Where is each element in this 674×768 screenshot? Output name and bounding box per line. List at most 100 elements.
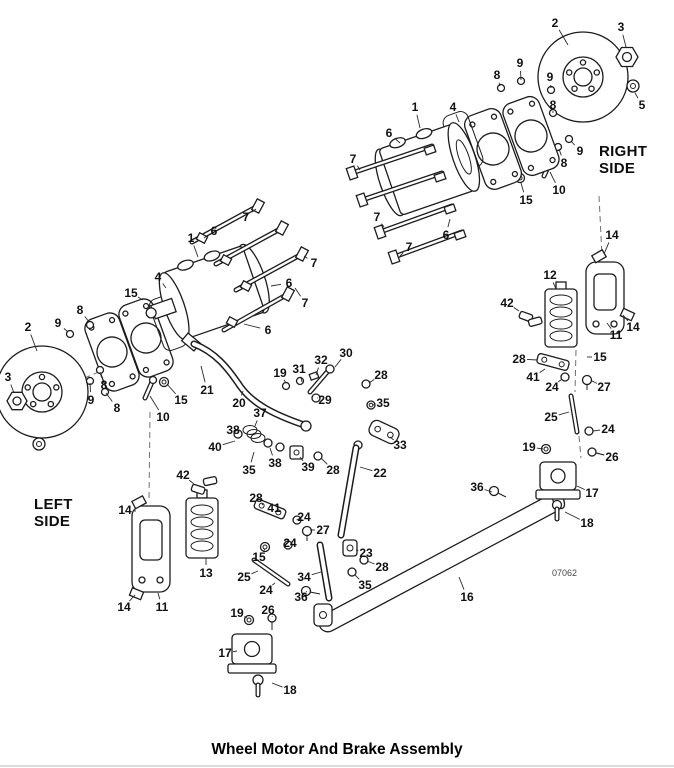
callout-leader-33 (389, 436, 395, 441)
callout-19: 19 (230, 606, 244, 620)
callout-leader-28 (368, 379, 375, 384)
callout-4: 4 (450, 100, 457, 114)
callout-leader-2 (558, 29, 569, 46)
callout-leader-2 (30, 334, 38, 352)
callout-11: 11 (156, 600, 169, 614)
callout-24: 24 (283, 536, 297, 550)
callout-8: 8 (114, 401, 121, 415)
callout-42: 42 (176, 468, 190, 482)
callout-8: 8 (550, 98, 557, 112)
callout-8: 8 (494, 68, 501, 82)
callout-leader-9 (89, 382, 91, 393)
callout-leader-3 (10, 384, 15, 394)
callout-35: 35 (358, 578, 372, 592)
callout-leader-16 (458, 576, 465, 590)
callout-leader-24 (557, 378, 563, 383)
callout-37: 37 (253, 406, 267, 420)
left-mount-plates (84, 294, 188, 392)
callout-8: 8 (561, 156, 568, 170)
callout-leader-28 (366, 560, 375, 565)
callout-38: 38 (268, 456, 282, 470)
callout-13: 13 (199, 566, 213, 580)
callout-leader-15 (137, 296, 144, 301)
callout-7: 7 (406, 240, 413, 254)
callout-38: 38 (226, 423, 240, 437)
callout-leader-25 (251, 570, 259, 575)
right-link-hardware (536, 353, 605, 457)
callout-7: 7 (311, 256, 318, 270)
callout-leader-28 (261, 503, 264, 506)
callout-leader-15 (520, 182, 525, 193)
callout-39: 39 (301, 460, 315, 474)
brake-rod-22 (337, 440, 363, 539)
callout-24: 24 (259, 583, 273, 597)
callout-leader-34 (311, 571, 322, 576)
callout-leader-31 (300, 376, 303, 383)
callout-28: 28 (374, 368, 388, 382)
callout-21: 21 (200, 383, 214, 397)
callout-leader-19 (243, 616, 248, 619)
callout-9: 9 (517, 56, 524, 70)
callout-leader-7 (294, 287, 301, 297)
callout-18: 18 (283, 683, 297, 697)
callout-1: 1 (188, 231, 195, 245)
callout-6: 6 (211, 224, 218, 238)
callout-leader-30 (334, 359, 342, 368)
callout-leader-15 (166, 383, 177, 395)
callout-8: 8 (77, 303, 84, 317)
callout-leader-36 (484, 489, 493, 493)
callout-leader-8 (84, 316, 90, 323)
callout-leader-14 (129, 594, 136, 602)
callout-leader-5 (634, 92, 639, 99)
callout-7: 7 (302, 296, 309, 310)
return-spring-cluster (233, 425, 323, 461)
callout-leader-17 (232, 650, 238, 653)
callout-leader-1 (193, 245, 199, 258)
callout-16: 16 (460, 590, 474, 604)
callout-35: 35 (242, 463, 256, 477)
callout-9: 9 (577, 144, 584, 158)
callout-25: 25 (544, 410, 558, 424)
callout-leader-26 (596, 452, 605, 456)
callout-leader-9 (520, 70, 522, 81)
callout-26: 26 (605, 450, 619, 464)
callout-9: 9 (55, 316, 62, 330)
callout-leader-9 (63, 328, 69, 333)
callout-15: 15 (593, 350, 607, 364)
callout-leader-24 (592, 429, 601, 432)
callout-29: 29 (318, 393, 332, 407)
callout-leader-8 (498, 82, 501, 87)
callout-42: 42 (500, 296, 514, 310)
callout-leader-9 (570, 140, 575, 146)
callout-leader-42 (513, 307, 520, 312)
callout-11: 11 (610, 328, 623, 342)
right-wheel-motor (374, 122, 481, 217)
callout-36: 36 (470, 480, 484, 494)
callout-8: 8 (101, 378, 108, 392)
callout-31: 31 (292, 362, 306, 376)
callout-41: 41 (526, 370, 540, 384)
left-washer-5 (32, 437, 46, 451)
callout-19: 19 (273, 366, 287, 380)
callout-7: 7 (243, 210, 250, 224)
brake-lever (180, 332, 312, 432)
callout-6: 6 (286, 276, 293, 290)
callout-2: 2 (25, 320, 32, 334)
callout-14: 14 (117, 600, 131, 614)
left-side-label: LEFT SIDE (34, 496, 73, 531)
callout-7: 7 (350, 152, 357, 166)
callout-26: 26 (261, 603, 275, 617)
callout-leader-20 (241, 390, 244, 396)
callout-leader-11 (157, 592, 161, 600)
callout-leader-6 (243, 323, 261, 329)
callout-leader-41 (539, 368, 546, 373)
callout-35: 35 (376, 396, 390, 410)
callout-leader-18 (271, 682, 283, 688)
callout-33: 33 (393, 438, 407, 452)
right-hub-nut (615, 46, 639, 68)
callout-leader-21 (200, 365, 206, 383)
left-brake-pack (185, 476, 219, 559)
